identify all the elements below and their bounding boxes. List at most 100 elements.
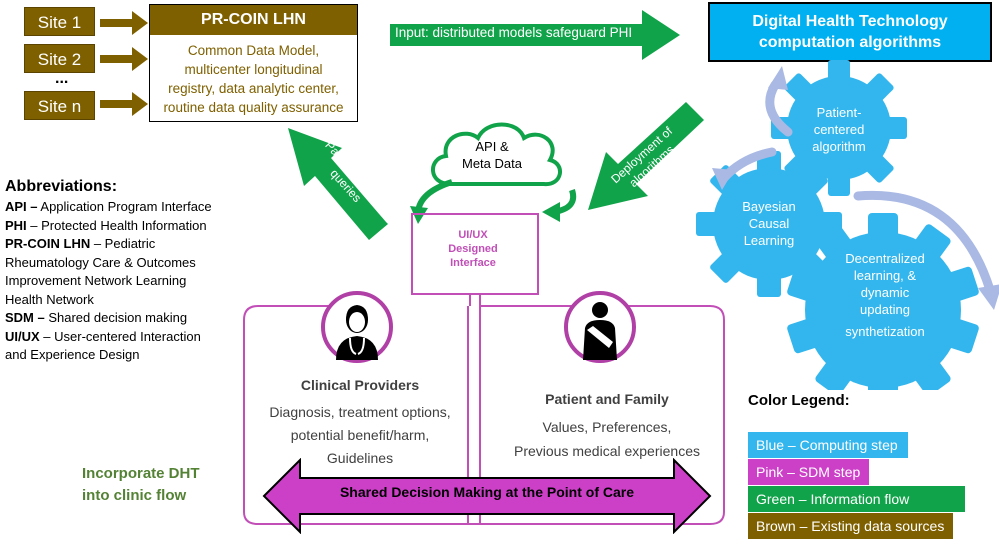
clinical-title: Clinical Providers bbox=[300, 377, 420, 393]
prcoin-line-2: multicenter longitudinal bbox=[184, 62, 323, 77]
gear-bayes-line-1: Bayesian bbox=[742, 199, 796, 214]
abbreviations-block: Abbreviations: API – Application Program… bbox=[5, 178, 245, 365]
site-1-arrow bbox=[100, 11, 148, 35]
gear-bayes-line-3: Learning bbox=[743, 233, 795, 248]
abbreviation-line: PHI – Protected Health Information bbox=[5, 217, 245, 236]
queries-arrow bbox=[288, 128, 388, 240]
abbreviation-line: and Experience Design bbox=[5, 346, 245, 365]
site-2-arrow bbox=[100, 47, 148, 71]
abbreviation-definition: and Experience Design bbox=[5, 347, 140, 362]
incorporate-label: Incorporate DHT into clinic flow bbox=[82, 463, 200, 507]
input-arrow bbox=[390, 10, 680, 60]
incorporate-line-2: into clinic flow bbox=[82, 487, 187, 504]
deployment-arrow bbox=[588, 102, 704, 210]
cloud-shape bbox=[431, 122, 562, 187]
gear-dec-line-1: Decentralized bbox=[845, 251, 925, 266]
legend-pink: Pink – SDM step bbox=[748, 459, 869, 485]
cycle-arrow-top bbox=[765, 80, 793, 137]
patient-line-1: Values, Preferences, bbox=[542, 419, 672, 435]
sdm-arrow-label: Shared Decision Making at the Point of C… bbox=[339, 484, 635, 500]
incorporate-line-1: Incorporate DHT bbox=[82, 465, 200, 482]
cycle-arrow-right bbox=[853, 190, 995, 295]
abbreviation-term: SDM – bbox=[5, 310, 45, 325]
abbreviation-line: Rheumatology Care & Outcomes bbox=[5, 254, 245, 273]
clinical-line-2: potential benefit/harm, bbox=[290, 427, 430, 443]
abbreviation-line: Health Network bbox=[5, 291, 245, 310]
abbreviation-definition: – Protected Health Information bbox=[26, 217, 207, 233]
abbreviations-title: Abbreviations: bbox=[5, 178, 118, 195]
clinician-icon bbox=[321, 291, 393, 363]
uiux-line-1: UI/UX bbox=[458, 229, 488, 241]
prcoin-title: PR-COIN LHN bbox=[150, 5, 357, 35]
patient-icon bbox=[564, 291, 636, 363]
api-cloud bbox=[410, 122, 577, 224]
site-1-box: Site 1 bbox=[24, 7, 95, 36]
dht-title-line-2: computation algorithms bbox=[758, 34, 942, 51]
site-2-box: Site 2 bbox=[24, 44, 95, 73]
abbreviation-line: API – Application Program Interface bbox=[5, 198, 245, 217]
gear-pc-line-3: algorithm bbox=[812, 139, 866, 154]
abbreviation-definition: – Pediatric bbox=[90, 236, 156, 251]
gear-pc-line-2: centered bbox=[813, 122, 865, 137]
gear-dec-line-2: learning, & bbox=[853, 268, 917, 283]
abbreviation-definition: Rheumatology Care & Outcomes bbox=[5, 254, 196, 270]
prcoin-line-1: Common Data Model, bbox=[187, 43, 320, 58]
gear-dec-line-3: dynamic bbox=[860, 285, 910, 300]
patient-line-2: Previous medical experiences bbox=[514, 443, 700, 459]
abbreviation-term: PR-COIN LHN bbox=[5, 236, 91, 251]
clinical-body: Diagnosis, treatment options, potential … bbox=[244, 401, 476, 470]
gear-pc-line-1: Patient- bbox=[816, 105, 862, 120]
abbreviation-term: UI/UX bbox=[5, 328, 40, 344]
dht-box: Digital Health Technology computation al… bbox=[708, 2, 992, 62]
abbreviation-definition: Application Program Interface bbox=[37, 199, 212, 214]
cycle-arrowhead-top bbox=[768, 66, 788, 90]
gear-patient-centered-label: Patient- centered algorithm bbox=[796, 104, 882, 155]
clinical-line-3: Guidelines bbox=[326, 450, 394, 466]
clinical-line-1: Diagnosis, treatment options, bbox=[269, 404, 451, 420]
uiux-line-3: Interface bbox=[450, 257, 496, 269]
input-arrow-label: Input: distributed models safeguard PHI bbox=[395, 25, 633, 40]
legend-title: Color Legend: bbox=[748, 392, 850, 409]
cycle-arrowhead-right bbox=[978, 284, 999, 310]
abbreviation-line: SDM – Shared decision making bbox=[5, 309, 245, 328]
cycle-arrowhead-left bbox=[712, 168, 734, 190]
monitor-screen bbox=[411, 213, 539, 295]
prcoin-line-4: routine data quality assurance bbox=[163, 100, 344, 115]
prcoin-line-3: registry, data analytic center, bbox=[168, 81, 339, 96]
legend-blue: Blue – Computing step bbox=[748, 432, 908, 458]
sdm-outline bbox=[243, 305, 725, 525]
uiux-line-2: Designed bbox=[448, 243, 498, 255]
site-n-arrow bbox=[100, 92, 148, 116]
abbreviation-line: Improvement Network Learning bbox=[5, 272, 245, 291]
gear-dec-line-4: updating bbox=[860, 302, 910, 317]
abbreviation-line: UI/UX – User-centered Interaction bbox=[5, 328, 245, 347]
abbreviation-definition: Shared decision making bbox=[44, 310, 188, 325]
site-n-box: Site n bbox=[24, 91, 95, 120]
legend-green: Green – Information flow bbox=[748, 486, 965, 512]
patient-body: Values, Preferences, Previous medical ex… bbox=[494, 415, 720, 463]
monitor-neck bbox=[469, 294, 481, 306]
abbreviation-term: PHI bbox=[5, 217, 27, 233]
uiux-label: UI/UX Designed Interface bbox=[413, 228, 533, 270]
abbreviation-term: API – bbox=[5, 199, 38, 214]
gear-decentralized-label: Decentralized learning, & dynamic updati… bbox=[833, 250, 937, 340]
abbreviation-line: PR-COIN LHN – Pediatric bbox=[5, 235, 245, 254]
gear-bayesian-label: Bayesian Causal Learning bbox=[720, 198, 818, 249]
gear-dec-line-5: synthetization bbox=[845, 324, 925, 339]
site-arrows bbox=[100, 11, 148, 116]
gear-decentralized bbox=[787, 213, 979, 390]
api-label: API & Meta Data bbox=[445, 138, 539, 172]
gear-bayes-line-2: Causal bbox=[748, 216, 790, 231]
prcoin-body: Common Data Model, multicenter longitudi… bbox=[150, 35, 357, 117]
abbreviation-definition: Improvement Network Learning bbox=[5, 273, 187, 288]
abbreviation-definition: Health Network bbox=[5, 291, 94, 307]
abbreviation-definition: – User-centered Interaction bbox=[39, 328, 201, 344]
prcoin-box: PR-COIN LHN Common Data Model, multicent… bbox=[149, 4, 358, 122]
api-line-2: Meta Data bbox=[462, 156, 522, 171]
gears-graphic bbox=[696, 60, 999, 390]
sites-ellipsis: ... bbox=[55, 70, 69, 87]
sdm-double-arrow bbox=[262, 458, 712, 534]
patient-title: Patient and Family bbox=[545, 391, 669, 407]
dht-title-line-1: Digital Health Technology bbox=[752, 13, 948, 30]
api-line-1: API & bbox=[475, 139, 509, 154]
